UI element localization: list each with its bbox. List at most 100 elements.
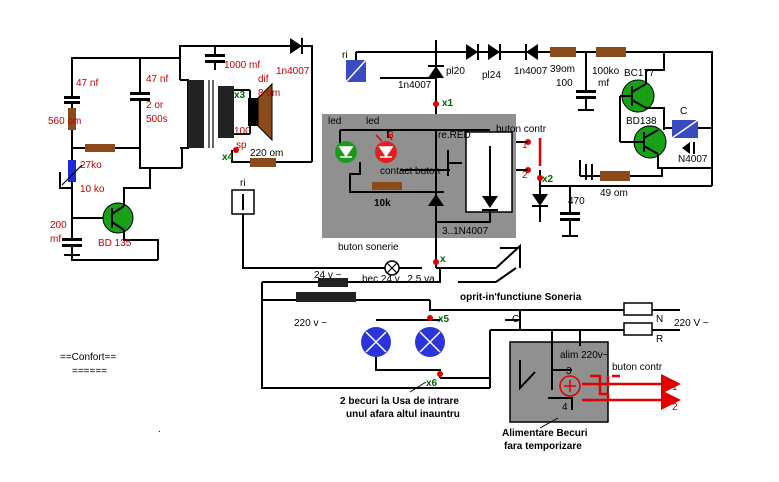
label-confort-under: ======: [72, 366, 107, 377]
capacitor-470: [560, 212, 580, 215]
label-dot: .: [158, 424, 161, 435]
label-r49: 49 om: [600, 188, 628, 199]
label-alim-bec-1: Alimentare Becuri: [502, 428, 588, 439]
label-pl24: pl24: [482, 70, 501, 81]
label-d1n4007-mid: 1n4007: [398, 80, 432, 91]
node-markers: [233, 101, 543, 377]
label-buton-sonerie: buton sonerie: [338, 242, 399, 253]
label-220v-tr: 220 v ~: [294, 318, 327, 329]
label-c200-unit: mf: [50, 234, 61, 245]
label-becuri-2: unul afara altul inauntru: [346, 409, 460, 420]
label-c47nf-mid: 47 nf: [146, 74, 168, 85]
transformer-section: [179, 38, 422, 269]
label-c200: 200: [50, 220, 67, 231]
diode-n4007-right: [682, 142, 690, 154]
resistor-27k: [68, 160, 76, 182]
label-r10k-box: 10k: [374, 198, 391, 209]
label-c-switch: C: [512, 314, 519, 325]
label-d1n4007-right: 1n4007: [514, 66, 548, 77]
label-pin2b: 2: [672, 402, 678, 413]
label-220v-main: 220 V ~: [674, 318, 709, 329]
label-pin4b: 4: [562, 402, 568, 413]
label-bec: bec 24 v...2,5 va: [362, 274, 435, 285]
resistor-10k: [372, 182, 402, 190]
label-becuri-1: 2 becuri la Usa de intrare: [340, 396, 459, 407]
label-c2or: 2 or: [146, 100, 164, 111]
resistor-220-ohm: [250, 158, 276, 167]
diode-1n4007-right: [526, 44, 538, 60]
label-contact-buton: contact buton: [380, 166, 440, 177]
diode-1n4007-top: [290, 38, 302, 54]
label-bd135: BD 135: [98, 238, 132, 249]
label-x1: x1: [442, 98, 454, 109]
label-confort: ==Confort==: [60, 352, 116, 363]
label-r100: 100: [234, 126, 251, 137]
capacitor-47nf-mid: [130, 92, 150, 95]
label-c100: 100: [556, 78, 573, 89]
label-c500s: 500s: [146, 114, 168, 125]
left-oscillator-section: [59, 45, 270, 261]
label-dif: dif: [258, 74, 269, 85]
transformer-core: [188, 80, 204, 148]
label-pin1b: 1: [672, 382, 678, 393]
label-d3-1n4007: 3..1N4007: [442, 226, 489, 237]
resistor-horizontal: [85, 144, 115, 152]
label-r: R: [656, 334, 663, 345]
label-r39: 39om: [550, 64, 575, 75]
label-led2: led: [366, 116, 379, 127]
label-c: C: [680, 106, 687, 117]
capacitor-47nf-left: [64, 96, 80, 99]
right-supply-section: [345, 40, 713, 237]
label-pin2: 2: [522, 170, 528, 181]
label-pin3: 3: [388, 130, 394, 141]
label-alim-bec-2: fara temporizare: [504, 441, 582, 452]
label-buton-contr: buton contr: [496, 124, 547, 135]
label-r560: 560 om: [48, 116, 81, 127]
label-n: N: [656, 314, 663, 325]
label-n4007-right: N4007: [678, 154, 708, 165]
label-bc177: BC177: [624, 68, 655, 79]
label-dif-ohm: 8 om: [258, 88, 280, 99]
resistor-560-ohm: [68, 108, 76, 130]
label-r27k: 27ko: [80, 160, 102, 171]
label-oprit: oprit-in'functiune Soneria: [460, 292, 582, 303]
label-ri-top: ri: [342, 50, 348, 61]
capacitor-100mf: [576, 90, 596, 93]
label-pl20: pl20: [446, 66, 465, 77]
relay-coil-alim: [559, 375, 581, 397]
label-re-red: re.RED: [438, 130, 471, 141]
label-buton-contr2: buton contr: [612, 362, 663, 373]
label-pin1: 1: [522, 140, 528, 151]
lower-power-section: [261, 238, 681, 429]
label-pin3b: 3: [566, 366, 572, 377]
label-x4: x4: [222, 152, 234, 163]
label-r100-sub: sp: [236, 140, 247, 151]
zener-pl20: [428, 66, 444, 78]
fuse-n: [623, 302, 653, 316]
capacitor-200mf: [62, 238, 82, 241]
label-r100k: 100ko: [592, 66, 620, 77]
label-x5: x5: [438, 314, 450, 325]
label-ri-left: ri: [240, 178, 246, 189]
resistor-39-ohm: [550, 47, 576, 57]
resistor-100k: [596, 47, 626, 57]
fuse-r: [623, 322, 653, 336]
label-c1000: 1000 mf: [224, 60, 260, 71]
label-x3: x3: [234, 90, 246, 101]
transformer-24v: [296, 292, 356, 302]
label-led1: led: [328, 116, 341, 127]
label-d1n4007-top: 1n4007: [276, 66, 310, 77]
label-x: x: [440, 254, 446, 265]
label-x2: x2: [542, 174, 554, 185]
label-x6: x6: [426, 378, 438, 389]
label-alim: alim 220v~: [560, 350, 609, 361]
relay-module: [322, 114, 516, 238]
capacitor-1000mf: [205, 54, 225, 57]
labels: 47 nf 560 om 27ko 10 ko 200 mf BD 135 47…: [48, 50, 709, 452]
resistor-49-ohm: [600, 171, 630, 181]
diode-pl24-a: [466, 44, 478, 60]
label-c100-unit: mf: [598, 78, 609, 89]
label-bd138: BD138: [626, 116, 657, 127]
label-r10k: 10 ko: [80, 184, 105, 195]
